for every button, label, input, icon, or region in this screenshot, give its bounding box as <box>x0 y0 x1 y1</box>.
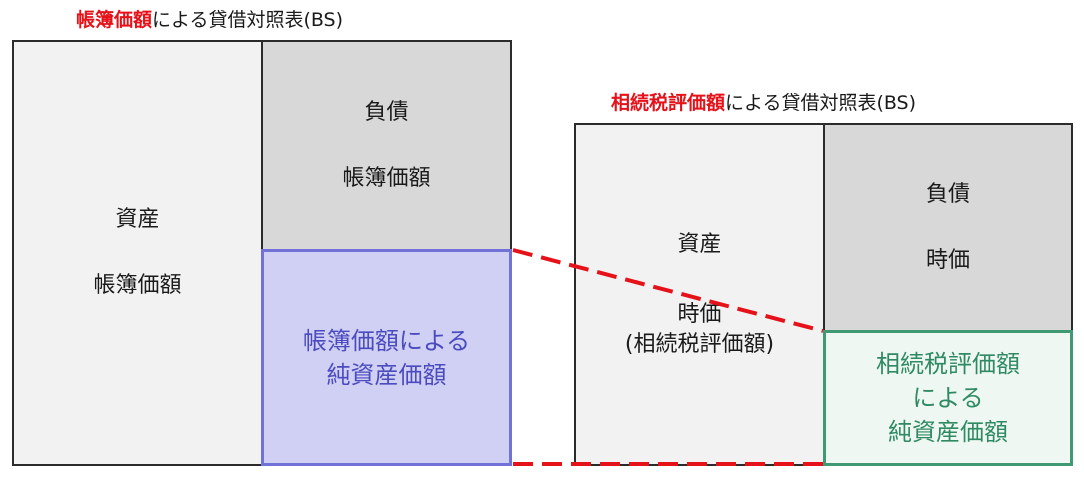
left-bs-liabilities-label: 負債 <box>364 100 409 125</box>
right-bs-title: 相続税評価額による貸借対照表(BS) <box>611 91 916 115</box>
right-bs-assets-box: 資産 時価 (相続税評価額) <box>574 123 825 466</box>
top-dashed-connector <box>512 248 824 333</box>
left-bs-assets-value: 帳簿価額 <box>93 273 182 298</box>
right-bs-liabilities-box: 負債 時価 <box>823 123 1073 333</box>
right-bs-equity-line1: 相続税評価額 <box>876 350 1020 378</box>
left-bs-assets-label: 資産 <box>115 207 160 232</box>
left-bs-equity-box: 帳簿価額による 純資産価額 <box>261 249 512 466</box>
right-bs-liabilities-label: 負債 <box>925 182 970 207</box>
right-bs-title-rest: による貸借対照表(BS) <box>725 92 917 114</box>
right-bs-equity-box: 相続税評価額 による 純資産価額 <box>823 330 1073 466</box>
right-bs-equity-line2: による <box>912 384 984 412</box>
left-bs-title: 帳簿価額による貸借対照表(BS) <box>76 8 343 32</box>
left-bs-equity-line2: 純資産価額 <box>326 360 447 389</box>
left-bs-liabilities-value: 帳簿価額 <box>342 166 431 191</box>
left-bs-equity-line1: 帳簿価額による <box>302 326 471 355</box>
left-bs-title-highlight: 帳簿価額 <box>76 9 153 31</box>
right-bs-assets-note: (相続税評価額) <box>624 331 775 357</box>
right-bs-assets-value: 時価 <box>677 301 722 327</box>
right-bs-liabilities-value: 時価 <box>925 248 970 273</box>
left-bs-assets-box: 資産 帳簿価額 <box>12 40 263 466</box>
left-bs-title-rest: による貸借対照表(BS) <box>152 9 344 31</box>
right-bs-equity-line3: 純資産価額 <box>888 418 1008 446</box>
right-bs-title-highlight: 相続税評価額 <box>611 92 726 114</box>
right-bs-assets-label: 資産 <box>677 231 722 257</box>
